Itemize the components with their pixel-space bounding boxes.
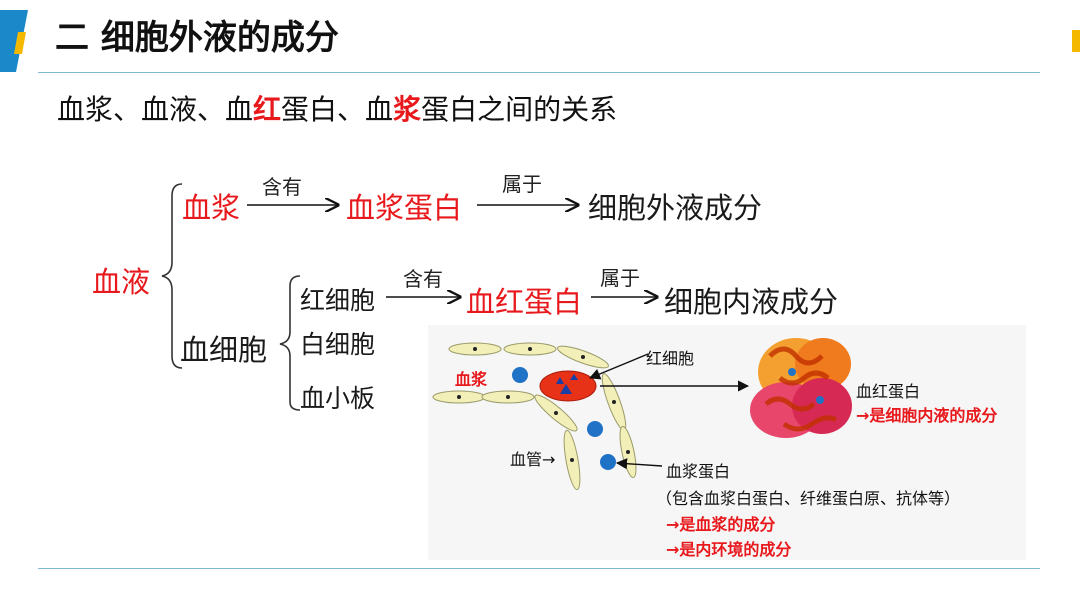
fig-label-vessel: 血管→ — [510, 450, 556, 469]
label-contains-2: 含有 — [403, 267, 443, 291]
red-blood-cell — [539, 370, 597, 402]
node-hemoglobin: 血红蛋白 — [466, 285, 583, 319]
bottom-divider — [38, 568, 1040, 569]
pointer-rbc — [588, 353, 649, 380]
illustration-panel — [428, 325, 1026, 560]
node-rbc: 红细胞 — [300, 286, 376, 315]
fig-note-hemoglobin: →是细胞内液的成分 — [856, 406, 998, 425]
node-extracellular: 细胞外液成分 — [588, 191, 763, 225]
node-blood-cells: 血细胞 — [180, 333, 268, 367]
page-title: 二 细胞外液的成分 — [55, 18, 339, 58]
label-contains-1: 含有 — [262, 175, 302, 199]
hemoglobin-molecule — [750, 338, 852, 438]
header-accent-right — [1072, 30, 1080, 52]
brace-blood — [161, 183, 183, 369]
fig-label-plasma: 血浆 — [455, 370, 488, 389]
subtitle-part: 血浆、血液、血 — [57, 93, 254, 126]
node-plasma-protein: 血浆蛋白 — [346, 191, 463, 225]
subtitle-highlight-red: 红 — [253, 93, 282, 126]
top-divider — [38, 72, 1040, 73]
node-wbc: 白细胞 — [300, 330, 376, 359]
fig-label-hemoglobin: 血红蛋白 — [856, 382, 921, 401]
brace-blood-cells — [279, 275, 301, 411]
node-platelet: 血小板 — [300, 384, 376, 413]
fig-label-plasma-protein: 血浆蛋白 — [666, 462, 731, 481]
hemoglobin-marker — [560, 384, 572, 394]
label-belongs-1: 属于 — [502, 172, 542, 196]
subtitle: 血浆、血液、血红蛋白、血浆蛋白之间的关系 — [57, 88, 617, 128]
fig-note-internal-env: →是内环境的成分 — [666, 540, 792, 559]
fig-label-rbc: 红细胞 — [646, 349, 695, 368]
cell-nuclei — [457, 347, 630, 462]
node-blood: 血液 — [92, 265, 151, 299]
label-belongs-2: 属于 — [600, 266, 640, 290]
subtitle-part: 蛋白、血 — [281, 93, 394, 126]
subtitle-highlight-plasma: 浆 — [393, 93, 422, 126]
fig-note-plasma: →是血浆的成分 — [666, 515, 776, 534]
node-plasma: 血浆 — [182, 191, 241, 225]
pointer-plasma-protein — [615, 458, 663, 470]
node-intracellular: 细胞内液成分 — [664, 285, 839, 319]
header-accent-shape — [0, 10, 28, 72]
fig-plasma-protein-examples: （包含血浆白蛋白、纤维蛋白原、抗体等） — [656, 489, 961, 508]
subtitle-part: 蛋白之间的关系 — [421, 93, 618, 126]
